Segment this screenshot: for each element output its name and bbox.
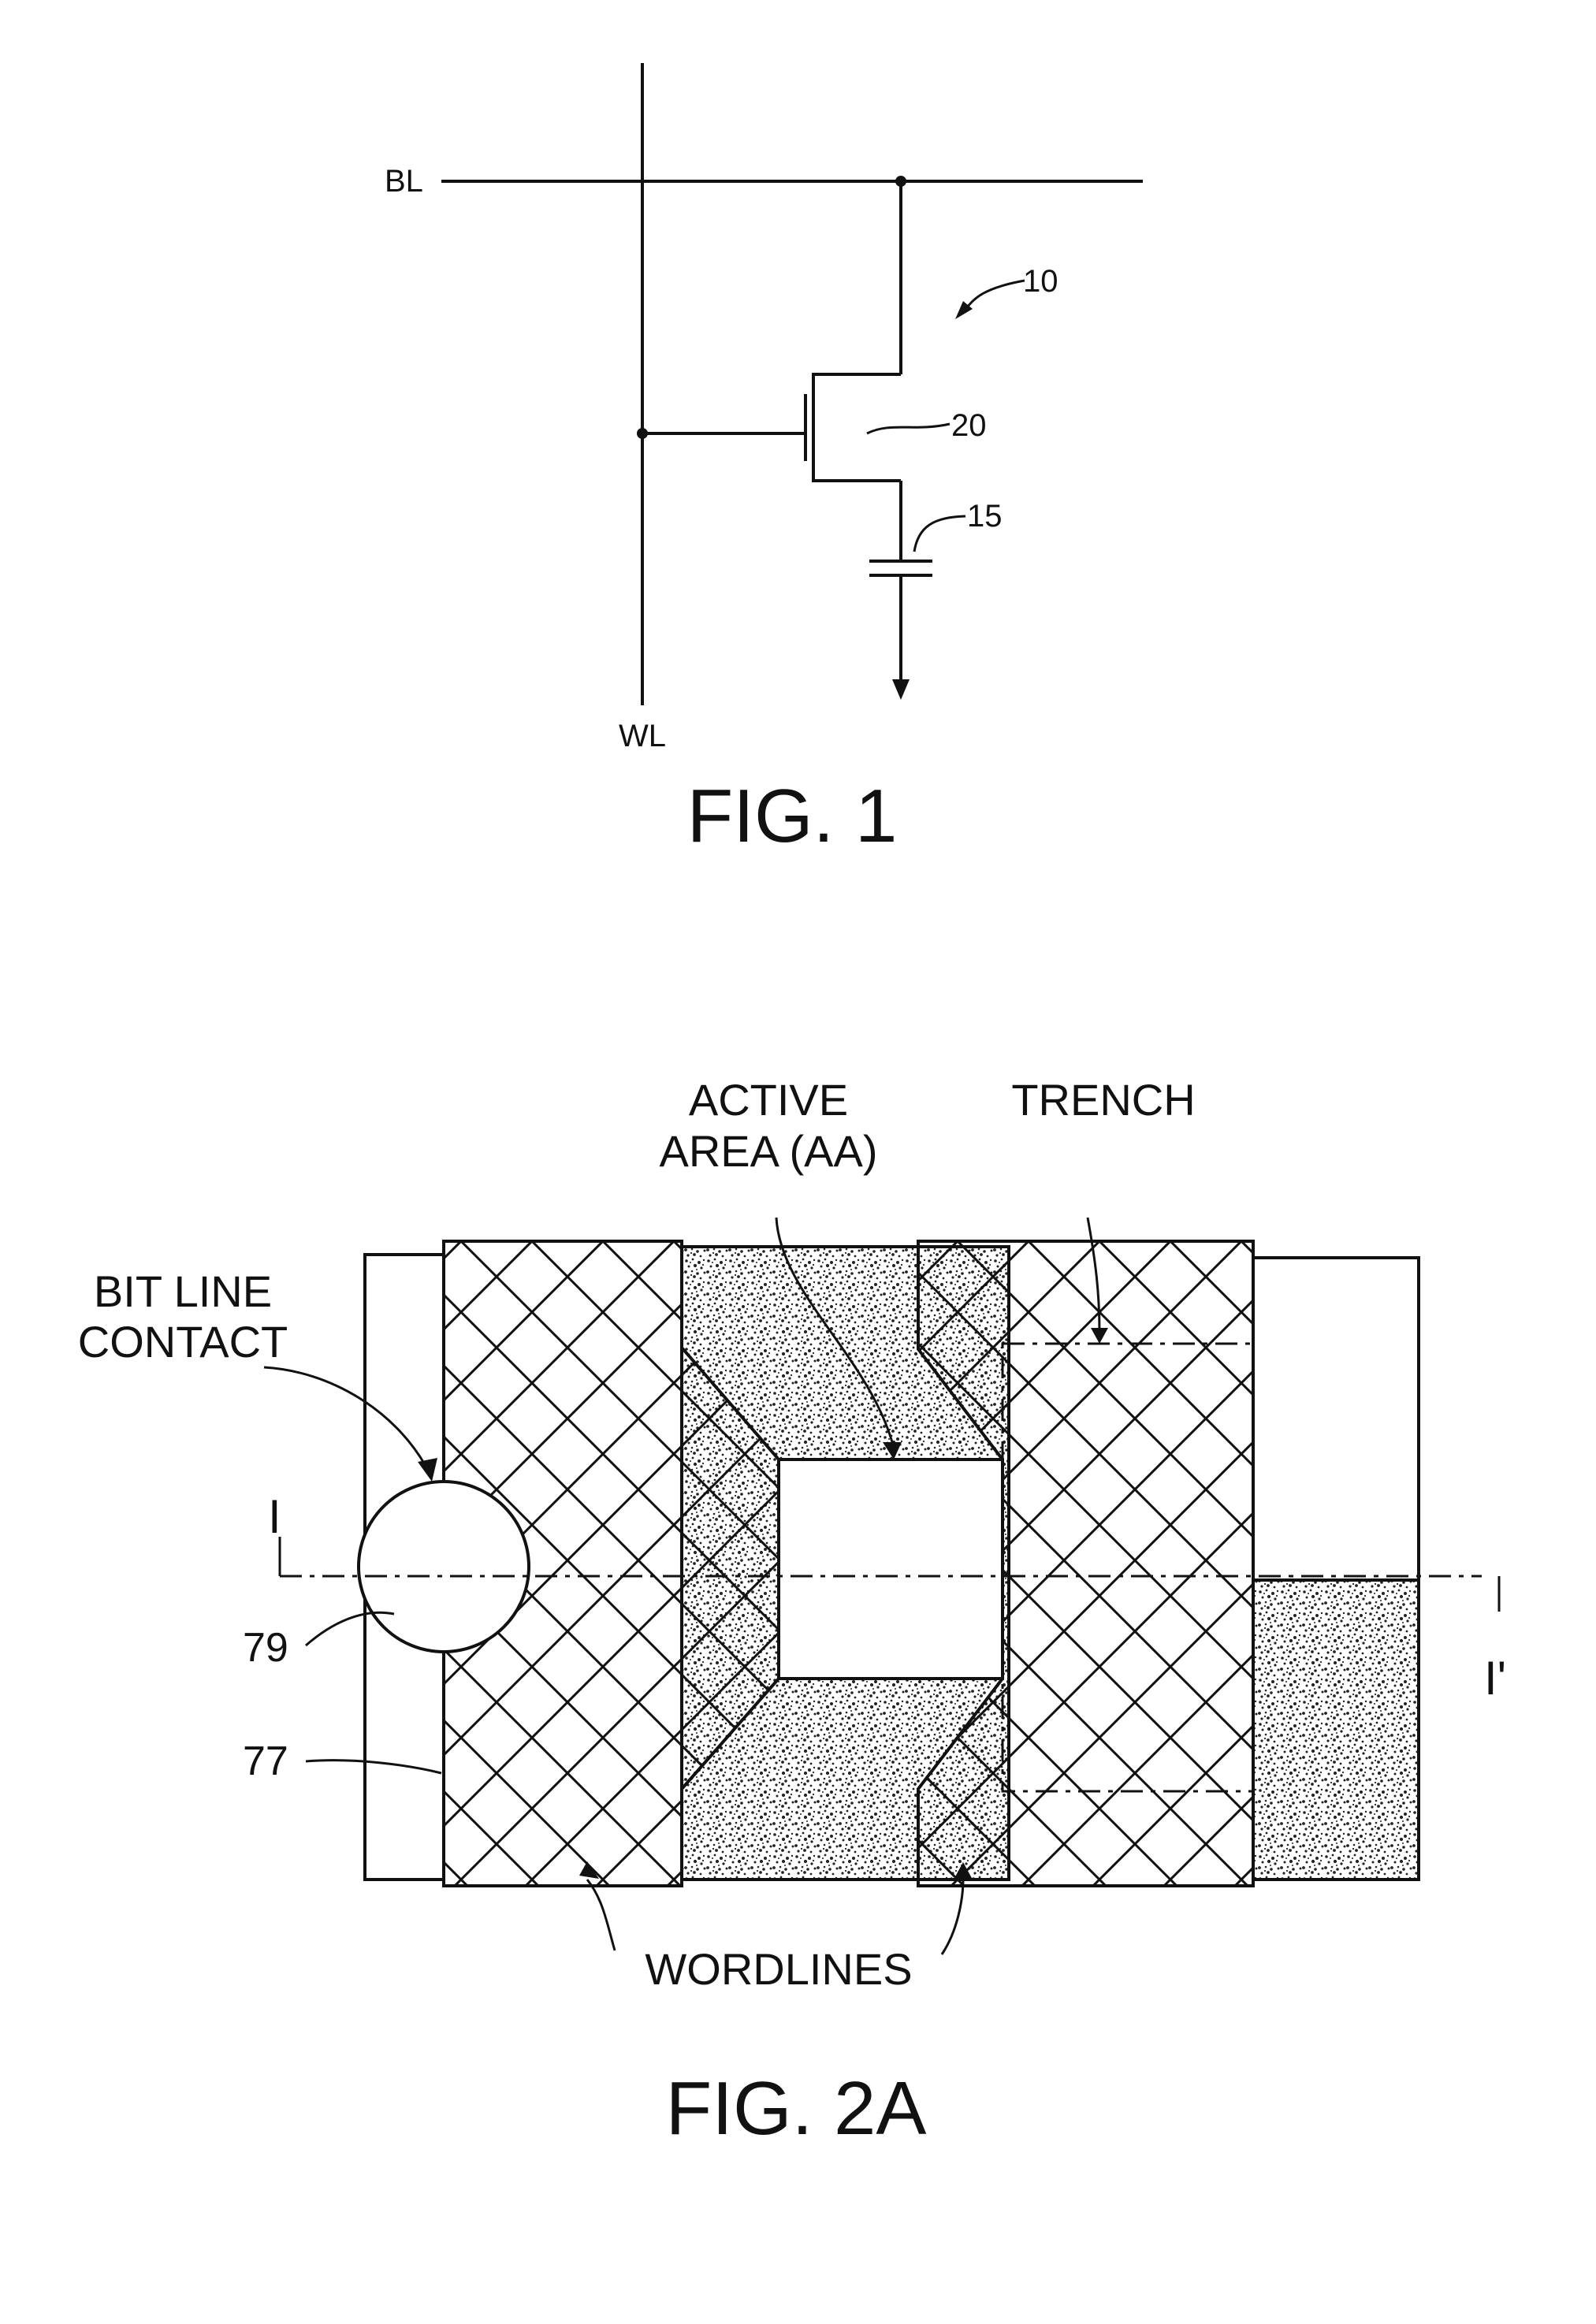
leader-15: [914, 516, 965, 552]
bit-line-contact: [359, 1482, 529, 1652]
junction-wl: [637, 428, 648, 439]
label-15: 15: [967, 499, 1003, 534]
leader-wordlines-right: [942, 1880, 963, 1954]
leader-10: [965, 281, 1025, 310]
label-wordlines: WORDLINES: [645, 1944, 912, 1994]
right-active-area: [1253, 1580, 1419, 1880]
label-active-line2: AREA (AA): [660, 1126, 878, 1176]
label-bit-line: BIT LINE: [94, 1266, 272, 1316]
label-10: 10: [1023, 264, 1058, 299]
label-section-i: I: [268, 1490, 281, 1543]
label-section-i-prime: I': [1484, 1652, 1506, 1705]
ground-arrow: [892, 679, 910, 700]
leader-wordlines-left: [587, 1880, 615, 1950]
fig2a-caption: FIG. 2A: [666, 2066, 927, 2151]
junction-bl: [895, 176, 906, 187]
label-77: 77: [243, 1738, 288, 1784]
label-wl: WL: [619, 719, 666, 753]
label-trench: TRENCH: [1011, 1075, 1195, 1125]
label-contact: CONTACT: [78, 1317, 288, 1367]
label-20: 20: [951, 408, 987, 443]
active-area-window: [779, 1459, 1003, 1679]
label-79: 79: [243, 1625, 288, 1671]
leader-20: [867, 424, 950, 433]
fig1-caption: FIG. 1: [687, 774, 898, 858]
label-active-line1: ACTIVE: [689, 1075, 848, 1125]
fig1-schematic: [441, 63, 1143, 705]
fig2a-layout: [264, 1218, 1499, 1954]
label-bl: BL: [385, 164, 423, 199]
